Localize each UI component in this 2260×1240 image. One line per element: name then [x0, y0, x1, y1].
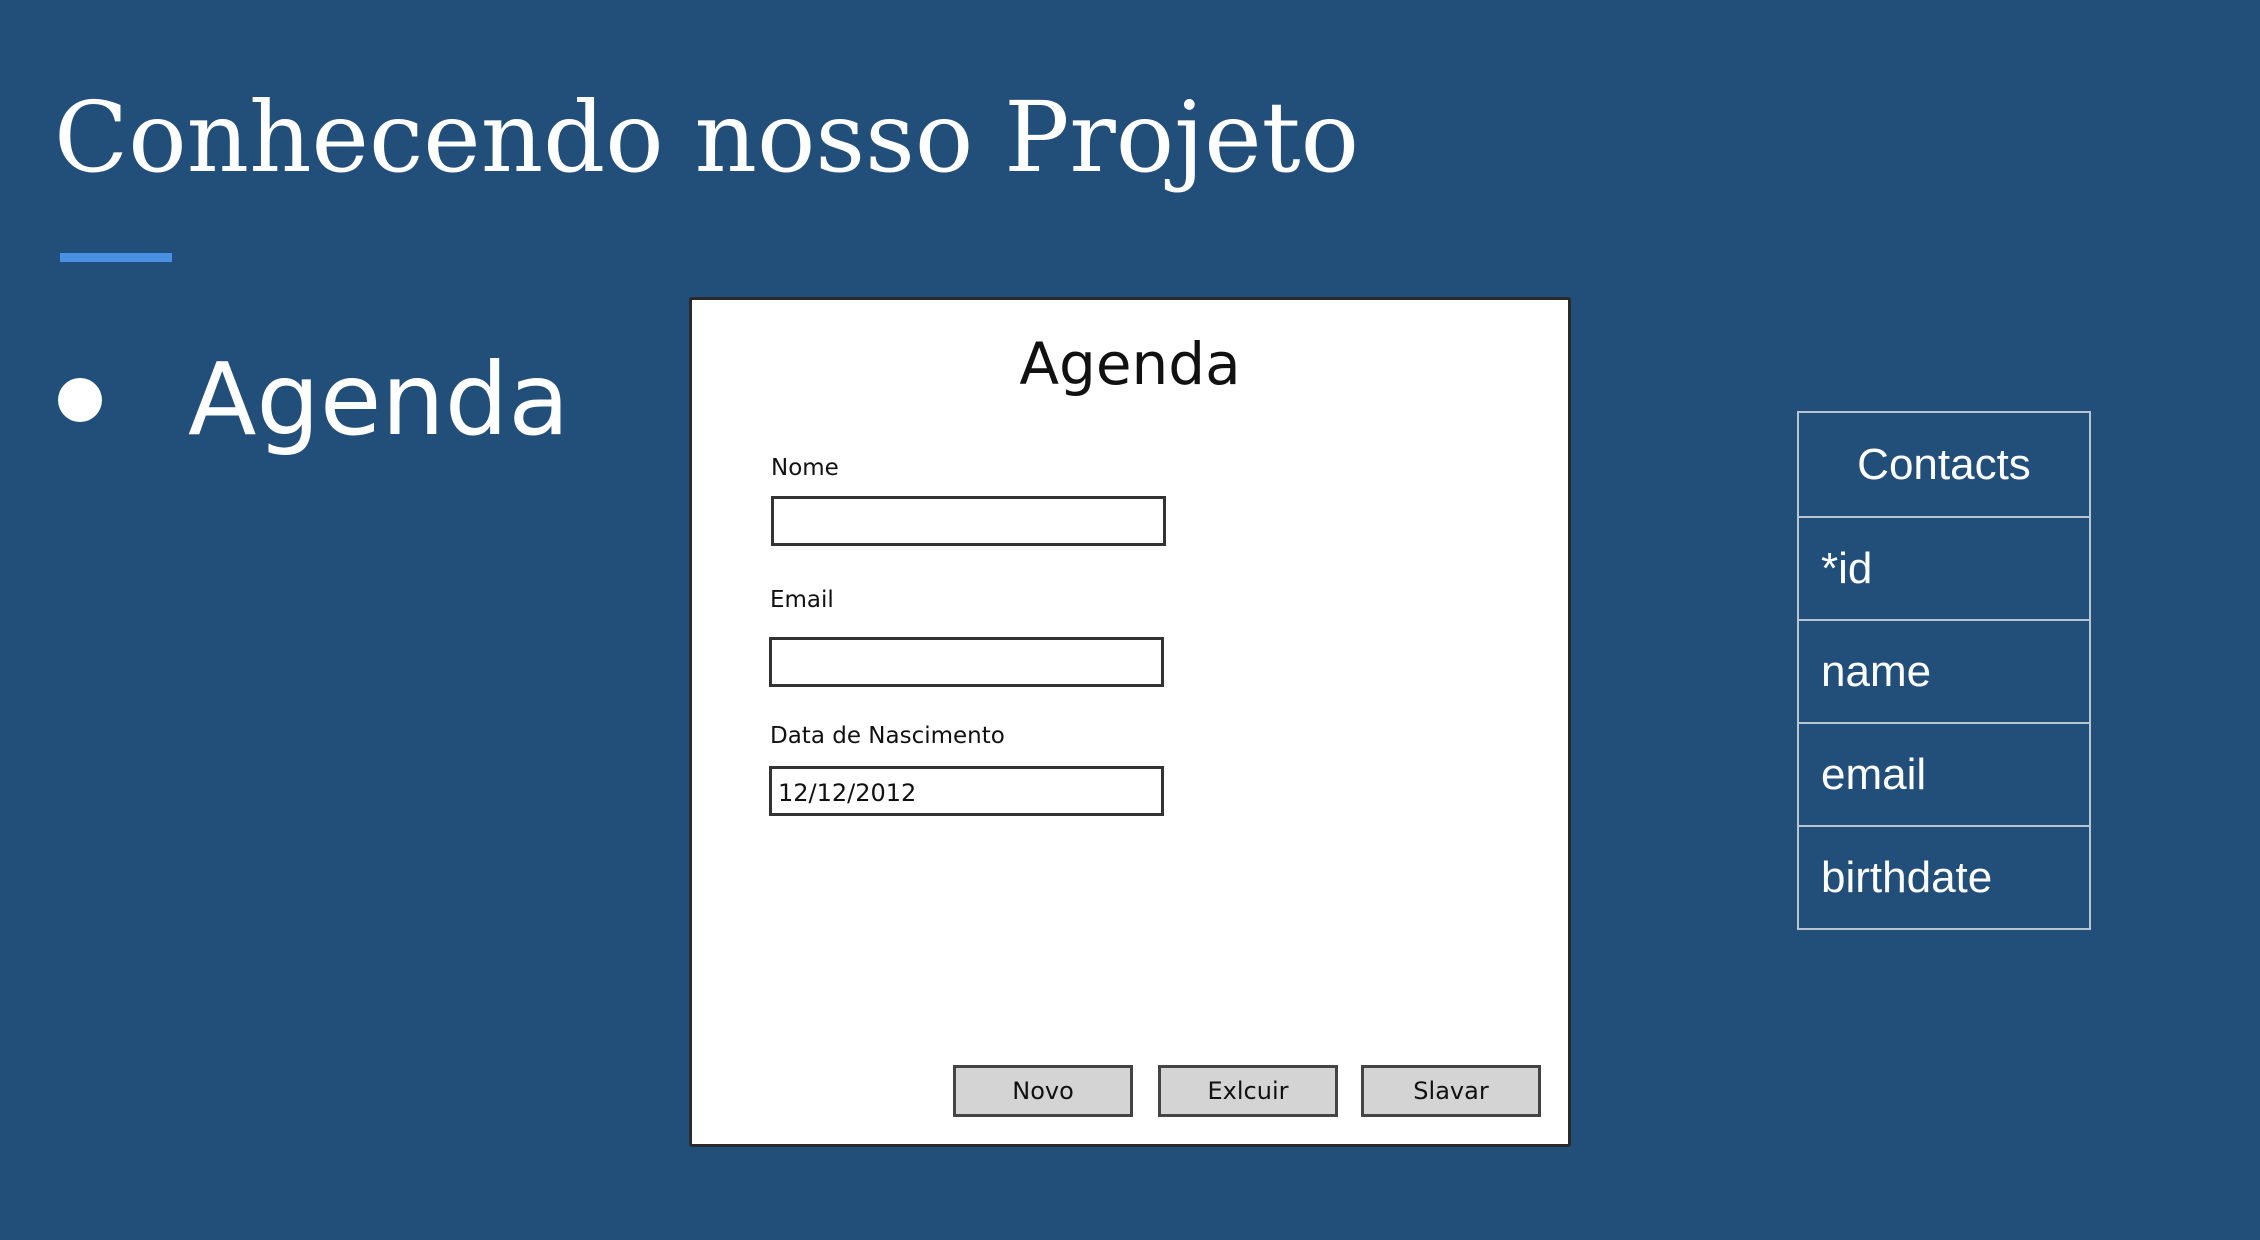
nome-input[interactable]: [771, 496, 1166, 546]
salvar-button[interactable]: Slavar: [1361, 1065, 1541, 1117]
bullet-text: Agenda: [188, 341, 570, 458]
table-row-email: email: [1799, 722, 2089, 825]
title-underline: [60, 253, 172, 262]
table-row-birthdate: birthdate: [1799, 825, 2089, 928]
table-row-id: *id: [1799, 516, 2089, 619]
birthdate-label: Data de Nascimento: [770, 723, 1005, 749]
table-header: Contacts: [1857, 439, 2031, 489]
table-row-name: name: [1799, 619, 2089, 722]
bullet-dot-icon: [58, 378, 102, 422]
nome-label: Nome: [771, 455, 839, 481]
email-input[interactable]: [769, 637, 1164, 687]
slide-title: Conhecendo nosso Projeto: [54, 81, 1360, 194]
agenda-wireframe: Agenda Nome Email Data de Nascimento 12/…: [689, 297, 1571, 1147]
bullet-item: Agenda: [58, 340, 570, 460]
excluir-button[interactable]: Exlcuir: [1158, 1065, 1338, 1117]
novo-button[interactable]: Novo: [953, 1065, 1133, 1117]
wireframe-title: Agenda: [1019, 330, 1241, 398]
email-label: Email: [770, 587, 834, 613]
contacts-table: Contacts *id name email birthdate: [1797, 411, 2091, 930]
birthdate-input[interactable]: 12/12/2012: [769, 766, 1164, 816]
